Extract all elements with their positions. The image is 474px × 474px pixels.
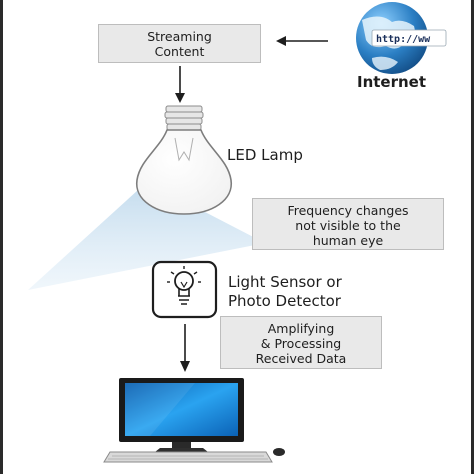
processing-line-3: Received Data (255, 351, 347, 366)
arrow-streaming-to-lamp (175, 66, 185, 103)
processing-box: Amplifying & Processing Received Data (220, 316, 382, 369)
url-text: http://ww (376, 34, 431, 45)
internet-label: Internet (357, 73, 427, 91)
streaming-line-2: Content (154, 44, 205, 59)
frequency-line-2: not visible to the (295, 218, 401, 233)
led-lamp-label: LED Lamp (227, 146, 303, 164)
frequency-note-box: Frequency changes not visible to the hum… (252, 198, 444, 250)
keyboard-icon (103, 451, 273, 463)
sensor-line-2: Photo Detector (228, 292, 341, 310)
light-beam (28, 190, 265, 290)
processing-line-1: Amplifying (267, 321, 335, 336)
processing-line-2: & Processing (260, 336, 342, 351)
globe-icon: http://ww (356, 2, 447, 74)
streaming-content-box: Streaming Content (98, 24, 261, 63)
frequency-line-1: Frequency changes (287, 203, 409, 218)
mouse-icon (273, 448, 285, 456)
frequency-line-3: human eye (312, 233, 384, 248)
computer-monitor-icon (119, 378, 244, 452)
led-bulb-icon (136, 105, 232, 215)
streaming-line-1: Streaming (147, 29, 212, 44)
arrow-internet-to-streaming (276, 36, 328, 46)
light-sensor-label: Light Sensor or Photo Detector (228, 273, 342, 311)
arrow-sensor-to-computer (180, 324, 190, 372)
sensor-line-1: Light Sensor or (228, 273, 342, 291)
light-sensor-icon (151, 260, 218, 319)
